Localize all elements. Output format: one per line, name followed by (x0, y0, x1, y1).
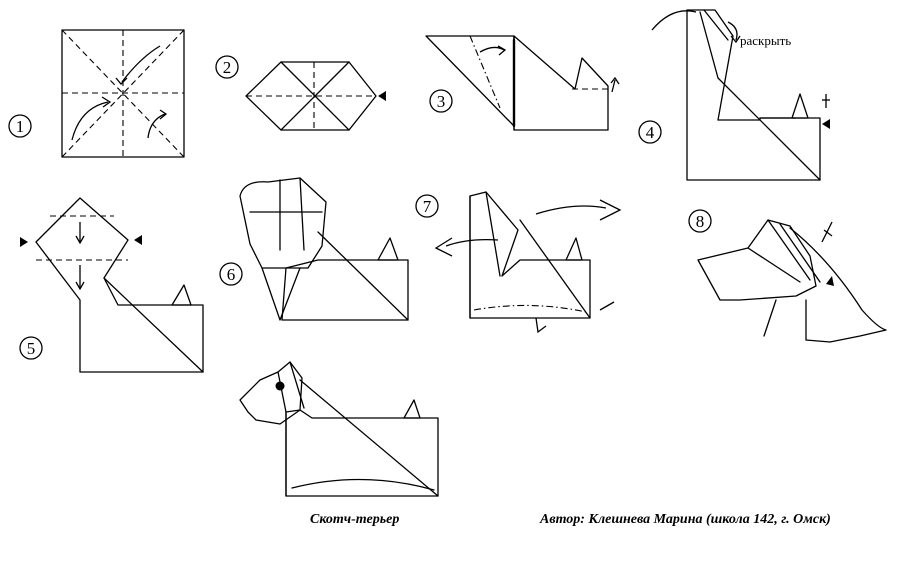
final-scottie-model (239, 361, 439, 497)
step-5-label: 5 (19, 336, 43, 360)
step-4-number: 4 (646, 123, 655, 142)
step-2-label: 2 (215, 55, 239, 79)
step-1-number: 1 (16, 117, 25, 136)
step-7-label: 7 (415, 194, 439, 218)
step-5-shape (20, 197, 204, 373)
step-1-label: 1 (8, 114, 32, 138)
eye-dot (275, 381, 285, 391)
model-title: Скотч-терьер (310, 512, 399, 527)
step-2-number: 2 (223, 58, 232, 77)
step-3-label: 3 (429, 89, 453, 113)
step-8-number: 8 (696, 212, 705, 231)
step-6-shape (239, 177, 409, 321)
step-5-number: 5 (27, 339, 36, 358)
push-arrow-icon (378, 91, 386, 101)
step-2-diamond (245, 61, 386, 131)
step-4-annotation: раскрыть (740, 33, 791, 48)
step-1-square (61, 29, 185, 158)
step-6-number: 6 (227, 265, 236, 284)
step-6-label: 6 (219, 262, 243, 286)
step-4-shape (651, 9, 830, 181)
author-credit: Автор: Клешнева Марина (школа 142, г. Ом… (539, 512, 831, 527)
step-4-label: 4 (638, 120, 662, 144)
push-arrow-icon (20, 237, 28, 247)
push-arrow-icon (822, 119, 830, 129)
step-7-shape (434, 191, 622, 334)
step-3-shape (425, 35, 620, 131)
push-arrow-icon (826, 276, 834, 286)
step-8-head (697, 219, 887, 343)
step-7-number: 7 (423, 197, 432, 216)
step-3-number: 3 (437, 92, 446, 111)
step-8-label: 8 (688, 209, 712, 233)
push-arrow-icon (134, 235, 142, 245)
